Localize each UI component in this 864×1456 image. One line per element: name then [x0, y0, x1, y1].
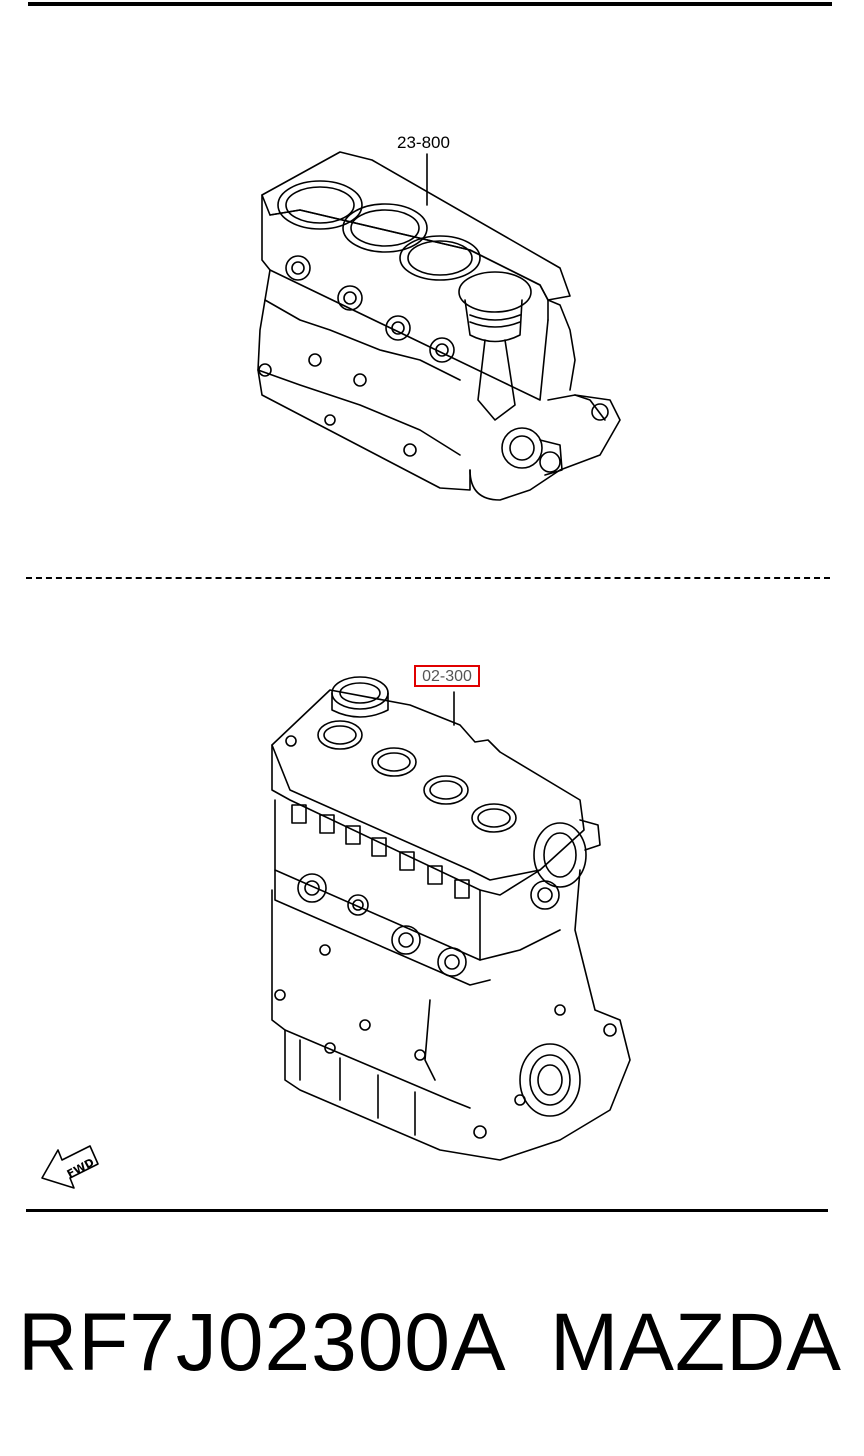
part-number: RF7J02300A: [18, 1297, 507, 1388]
section-divider: [26, 577, 830, 579]
engine-assembly-illustration: [271, 676, 631, 1161]
engine-assembly-callout[interactable]: 02-300: [414, 665, 480, 687]
brand-name: MAZDA: [550, 1297, 842, 1388]
bottom-border-rule: [26, 1209, 828, 1212]
fwd-arrow-icon: [41, 1145, 99, 1189]
short-block-illustration: [257, 151, 621, 501]
top-border-rule: [28, 2, 832, 6]
short-block-callout: 23-800: [397, 133, 450, 152]
fwd-label: FWD: [65, 1156, 97, 1181]
